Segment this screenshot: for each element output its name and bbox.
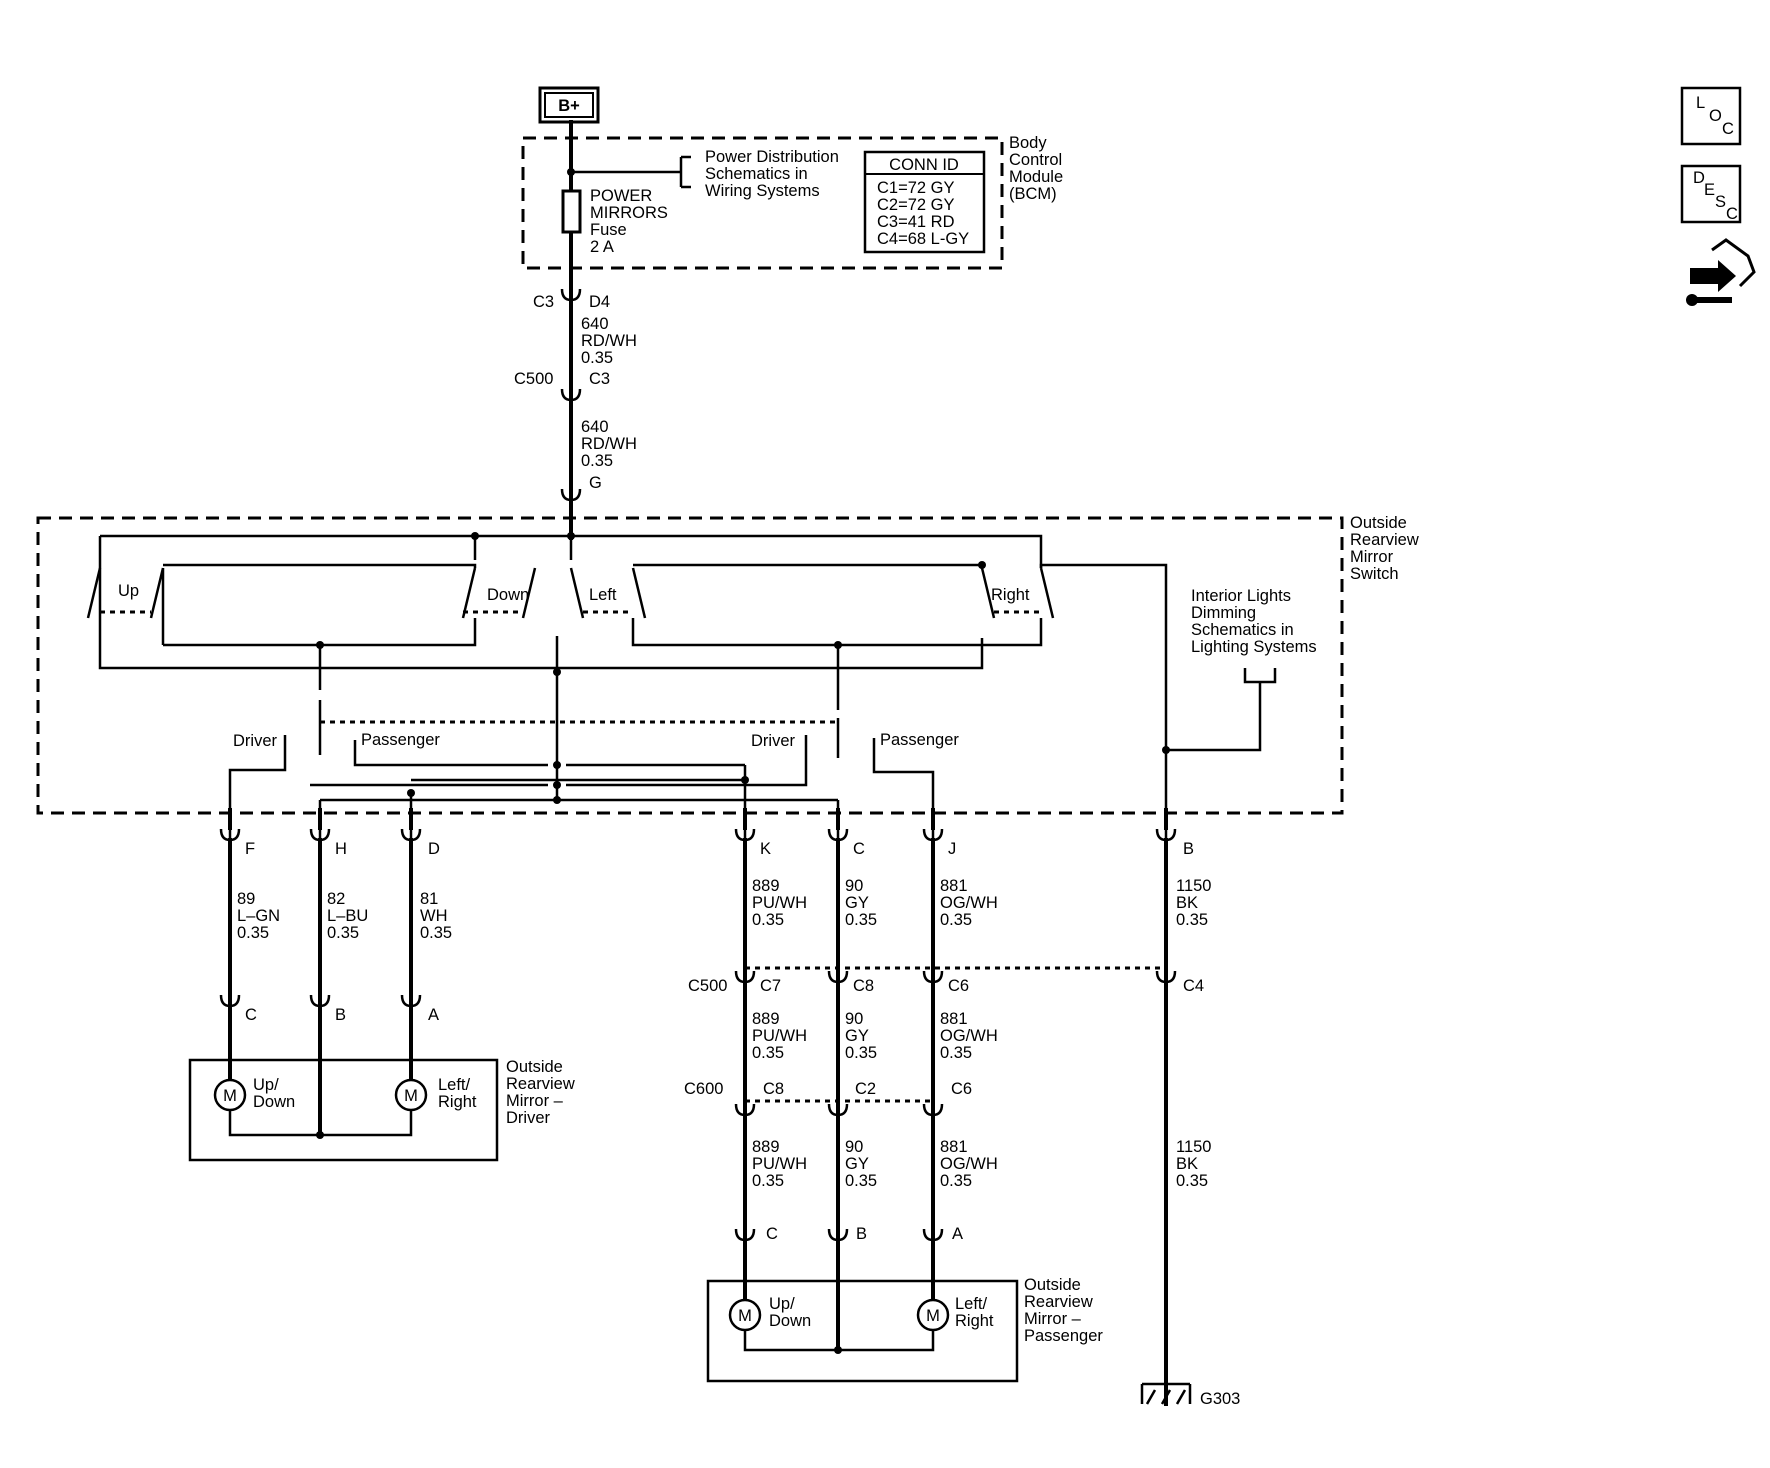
c500-name: C500 (688, 977, 727, 995)
svg-text:E: E (1704, 181, 1715, 199)
driver-mirror-pin-c: C (245, 1006, 257, 1024)
select-label-driver-b: Driver (751, 732, 796, 750)
switch-pin-b: B (1183, 840, 1194, 858)
pass-wire-881-c: 881 OG/WH 0.35 (940, 1138, 1002, 1190)
switch-pin-h: H (335, 840, 347, 858)
driver-leftright-motor (394, 1078, 428, 1112)
passenger-leftright-label: Left/ Right (955, 1295, 994, 1330)
c500-pin-c7: C7 (760, 977, 781, 995)
passenger-mirror-pin-c: C (766, 1225, 778, 1243)
c600-pin-c8: C8 (763, 1080, 784, 1098)
conn-id-table: CONN ID C1=72 GY C2=72 GY C3=41 RD C4=68… (863, 150, 986, 254)
ground-symbol (1140, 1382, 1192, 1406)
c600-name: C600 (684, 1080, 723, 1098)
switch-label-up: Up (118, 582, 139, 600)
passenger-leftright-motor (916, 1298, 950, 1332)
driver-mirror-box (188, 1058, 499, 1162)
inline-connector-c500: C500 (514, 370, 553, 388)
switch-pin-k: K (760, 840, 771, 858)
driver-mirror-pin-a: A (428, 1006, 439, 1024)
feed-wire-640-b: 640 RD/WH 0.35 (581, 418, 642, 470)
switch-pin-g: G (589, 474, 602, 492)
c500-pin-c3: C3 (589, 370, 610, 388)
power-mirrors-fuse (561, 189, 582, 234)
svg-text:M: M (223, 1087, 237, 1105)
svg-text:C2=72 GY: C2=72 GY (877, 196, 955, 214)
passenger-updown-label: Up/ Down (769, 1295, 811, 1330)
svg-text:D: D (1693, 169, 1705, 187)
driver-wire-81: 81 WH 0.35 (420, 890, 452, 942)
pass-wire-90-b: 90 GY 0.35 (845, 1010, 877, 1062)
passenger-mirror-box (706, 1279, 1019, 1383)
loc-icon[interactable]: L O C (1680, 86, 1742, 146)
svg-text:C1=72 GY: C1=72 GY (877, 179, 955, 197)
switch-pin-d: D (428, 840, 440, 858)
passenger-mirror-pin-a: A (952, 1225, 963, 1243)
switch-label-right: Right (991, 586, 1030, 604)
select-label-passenger-a: Passenger (361, 731, 440, 749)
switch-pin-f: F (245, 840, 255, 858)
svg-text:L: L (1696, 94, 1705, 112)
pass-wire-881-b: 881 OG/WH 0.35 (940, 1010, 1002, 1062)
select-label-passenger-b: Passenger (880, 731, 959, 749)
c500-pin-c8: C8 (853, 977, 874, 995)
select-label-driver-a: Driver (233, 732, 278, 750)
driver-leftright-label: Left/ Right (438, 1076, 477, 1111)
switch-internal-wiring (86, 498, 1277, 818)
switch-label-left: Left (589, 586, 617, 604)
c600-pin-c2: C2 (855, 1080, 876, 1098)
switch-label-down: Down (487, 586, 529, 604)
svg-text:M: M (926, 1307, 940, 1325)
pass-wire-881-a: 881 OG/WH 0.35 (940, 877, 1002, 929)
pass-wire-889-b: 889 PU/WH 0.35 (752, 1010, 812, 1062)
mirror-switch-title: Outside Rearview Mirror Switch (1350, 514, 1423, 583)
passenger-mirror-title: Outside Rearview Mirror – Passenger (1024, 1276, 1103, 1345)
driver-mirror-pins (219, 989, 422, 1008)
driver-mirror-pin-b: B (335, 1006, 346, 1024)
driver-updown-motor (213, 1078, 247, 1112)
ground-label: G303 (1200, 1390, 1240, 1408)
svg-text:CONN ID: CONN ID (889, 156, 959, 174)
switch-output-pins (219, 808, 1177, 842)
c500-pin-c4: C4 (1183, 977, 1204, 995)
svg-text:O: O (1709, 107, 1722, 125)
bcm-box (521, 136, 1004, 270)
pass-wire-90-a: 90 GY 0.35 (845, 877, 877, 929)
mirror-switch-box (36, 516, 1344, 815)
c600-pin-c6: C6 (951, 1080, 972, 1098)
driver-wire-82: 82 L–BU 0.35 (327, 890, 373, 942)
ground-wire-1150-a: 1150 BK 0.35 (1176, 877, 1216, 929)
passenger-mirror-pin-b: B (856, 1225, 867, 1243)
svg-text:C: C (1726, 205, 1738, 223)
svg-text:C4=68 L-GY: C4=68 L-GY (877, 230, 969, 248)
switch-pin-c: C (853, 840, 865, 858)
c500-pin-c6: C6 (948, 977, 969, 995)
passenger-updown-motor (728, 1298, 762, 1332)
svg-text:M: M (738, 1307, 752, 1325)
pass-wire-889-a: 889 PU/WH 0.35 (752, 877, 812, 929)
ground-wire-1150-b: 1150 BK 0.35 (1176, 1138, 1216, 1190)
svg-text:S: S (1715, 193, 1726, 211)
power-distribution-ref: Power Distribution Schematics in Wiring … (705, 148, 843, 200)
svg-text:C: C (1722, 120, 1734, 138)
driver-mirror-title: Outside Rearview Mirror – Driver (506, 1058, 579, 1127)
svg-text:C3=41 RD: C3=41 RD (877, 213, 955, 231)
battery-positive-label: B+ (558, 97, 580, 115)
bcm-connector-c3: C3 (533, 293, 554, 311)
driver-wire-89: 89 L–GN 0.35 (237, 890, 285, 942)
svg-text:M: M (404, 1087, 418, 1105)
feed-wire-640-a: 640 RD/WH 0.35 (581, 315, 642, 367)
interior-lights-ref: Interior Lights Dimming Schematics in Li… (1191, 587, 1317, 656)
pass-wire-889-c: 889 PU/WH 0.35 (752, 1138, 812, 1190)
pass-wire-90-c: 90 GY 0.35 (845, 1138, 877, 1190)
connector-end-view-icon[interactable] (1686, 238, 1756, 306)
fuse-label: POWER MIRRORS Fuse 2 A (590, 187, 673, 256)
driver-updown-label: Up/ Down (253, 1076, 295, 1111)
bcm-pin-d4: D4 (589, 293, 610, 311)
switch-pin-j: J (948, 840, 956, 858)
bcm-title: Body Control Module (BCM) (1009, 134, 1068, 203)
desc-icon[interactable]: D E S C (1680, 164, 1742, 224)
